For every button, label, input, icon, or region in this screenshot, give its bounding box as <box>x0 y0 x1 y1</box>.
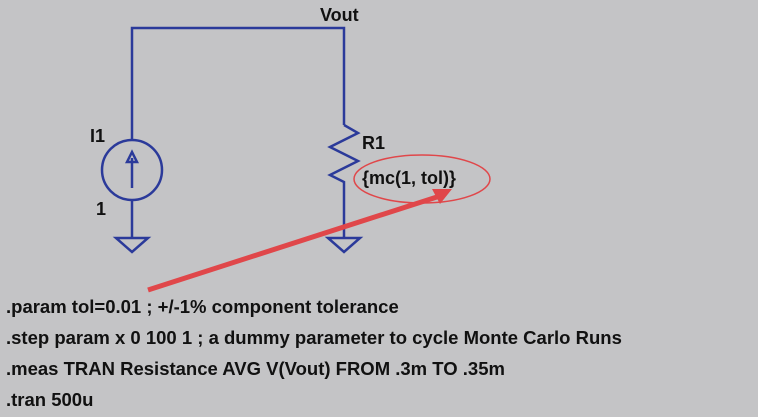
spice-directive-tran[interactable]: .tran 500u <box>6 389 94 410</box>
resistor-r1 <box>327 123 361 238</box>
ground-icon <box>112 236 152 254</box>
resistor-value[interactable]: {mc(1, tol)} <box>362 168 457 188</box>
resistor-name[interactable]: R1 <box>362 133 386 153</box>
annotation-arrowhead-icon <box>432 189 452 204</box>
spice-directive-param[interactable]: .param tol=0.01 ; +/-1% component tolera… <box>6 296 399 317</box>
spice-directive-meas[interactable]: .meas TRAN Resistance AVG V(Vout) FROM .… <box>6 358 505 379</box>
net-label-vout[interactable]: Vout <box>320 5 359 25</box>
source-value[interactable]: 1 <box>96 199 107 219</box>
spice-directive-step[interactable]: .step param x 0 100 1 ; a dummy paramete… <box>6 327 622 348</box>
wire-vout <box>130 26 346 140</box>
source-name[interactable]: I1 <box>90 126 106 146</box>
current-arrowhead-icon <box>124 149 140 164</box>
annotation-arrow <box>147 193 441 293</box>
ground-icon <box>324 236 364 254</box>
